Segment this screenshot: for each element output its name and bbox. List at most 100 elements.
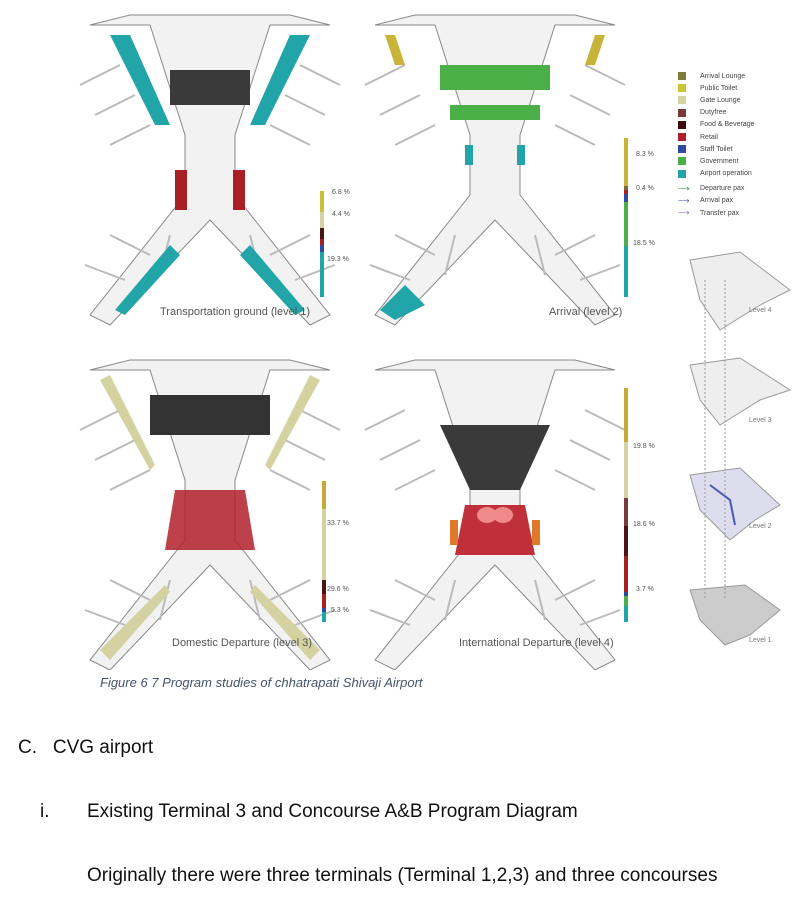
bar-segment: [320, 212, 324, 229]
legend-swatch: [678, 96, 686, 105]
bar-segment: [320, 245, 324, 253]
legend-label: Arrival Lounge: [700, 72, 746, 80]
level-label: Level 2: [749, 523, 772, 530]
pct-label: 8.3 %: [636, 151, 654, 158]
arrow-icon: ⟶: [678, 208, 690, 218]
legend-swatch: [678, 120, 686, 129]
panel-label-level-3: Domestic Departure (level 3): [172, 637, 312, 649]
pct-label: 0.4 %: [636, 185, 654, 192]
legend-item: Airport operation: [678, 168, 754, 180]
legend-label: Public Toilet: [700, 84, 738, 92]
legend-item: Food & Beverage: [678, 119, 754, 131]
bar-segment: [624, 138, 628, 186]
bar-segment: [624, 596, 628, 606]
section-title: CVG airport: [52, 737, 154, 758]
subsection-marker: i.: [40, 801, 50, 822]
bar-segment: [322, 612, 326, 622]
bar-segment: [320, 228, 324, 239]
panel-label-level-4: International Departure (level 4): [459, 637, 614, 649]
legend-item: Arrival Lounge: [678, 70, 754, 82]
panel-label-level-2: Arrival (level 2): [549, 306, 623, 318]
level-stack-3d: [689, 251, 792, 646]
plan-level-4: [364, 359, 626, 670]
legend-swatch: [678, 72, 686, 81]
bar-segment: [624, 185, 628, 191]
legend-label: Arrival pax: [700, 197, 734, 205]
legend-swatch: [678, 157, 686, 166]
legend-item: Public Toilet: [678, 82, 754, 94]
flow-legend-item: ⟶ Departure pax: [678, 183, 754, 195]
level-label: Level 4: [749, 307, 772, 314]
bar-segment: [624, 190, 628, 194]
section-heading: C. CVG airport: [18, 737, 153, 759]
panel-label-level-1: Transportation ground (level 1): [160, 306, 311, 318]
legend-label: Dutyfree: [700, 109, 727, 117]
flow-legend-item: ⟶ Arrival pax: [678, 195, 754, 207]
legend-label: Staff Toilet: [700, 145, 733, 153]
arrow-icon: ⟶: [678, 195, 690, 205]
pct-label: 18.5 %: [633, 240, 655, 247]
program-bar-level-2: [624, 138, 628, 297]
bar-segment: [322, 481, 326, 510]
legend-label: Food & Beverage: [700, 121, 755, 129]
legend-swatch: [678, 84, 686, 93]
pct-label: 19.8 %: [633, 443, 655, 450]
legend-item: Staff Toilet: [678, 143, 754, 155]
bar-segment: [322, 607, 326, 613]
pct-label: 18.6 %: [633, 521, 655, 528]
pct-label: 3.7 %: [636, 586, 654, 593]
bar-segment: [624, 193, 628, 202]
program-bar-level-3: [322, 481, 326, 622]
legend-swatch: [678, 108, 686, 117]
bar-segment: [624, 388, 628, 442]
body-paragraph: Originally there were three terminals (T…: [87, 865, 718, 886]
bar-segment: [624, 441, 628, 498]
legend-swatch: [678, 145, 686, 154]
legend-label: Gate Lounge: [700, 96, 741, 104]
legend-item: Government: [678, 155, 754, 167]
legend-item: Retail: [678, 131, 754, 143]
bar-segment: [624, 201, 628, 247]
pct-label: 5.3 %: [331, 607, 349, 614]
bar-segment: [320, 252, 324, 297]
pct-label: 4.4 %: [332, 211, 350, 218]
bar-segment: [624, 556, 628, 592]
section-marker: C.: [18, 737, 37, 758]
plan-level-2: [364, 14, 626, 326]
program-bar-level-4: [624, 388, 628, 622]
bar-segment: [320, 191, 324, 213]
flow-legend-item: ⟶ Transfer pax: [678, 207, 754, 219]
bar-segment: [624, 497, 628, 527]
bar-segment: [320, 238, 324, 246]
pct-label: 6.8 %: [332, 189, 350, 196]
bar-segment: [624, 605, 628, 622]
program-bar-level-1: [320, 191, 324, 297]
level-label: Level 3: [749, 417, 772, 424]
legend-item: Gate Lounge: [678, 94, 754, 106]
subsection-title: Existing Terminal 3 and Concourse A&B Pr…: [87, 801, 578, 822]
pct-label: 29.6 %: [327, 586, 349, 593]
legend-label: Departure pax: [700, 185, 745, 193]
bar-segment: [624, 591, 628, 597]
figure-caption: Figure 6 7 Program studies of chhatrapat…: [100, 675, 423, 690]
figure-drawings: [79, 14, 792, 670]
legend-label: Retail: [700, 133, 718, 141]
bar-segment: [322, 579, 326, 594]
bar-segment: [322, 509, 326, 580]
legend-swatch: [678, 133, 686, 142]
legend-label: Transfer pax: [700, 209, 740, 217]
pct-label: 33.7 %: [327, 520, 349, 527]
pct-label: 19.3 %: [327, 256, 349, 263]
plan-level-1: [79, 14, 341, 326]
legend-item: Dutyfree: [678, 107, 754, 119]
legend-label: Airport operation: [700, 170, 752, 178]
legend-swatch: [678, 169, 686, 178]
level-label: Level 1: [749, 637, 772, 644]
bar-segment: [624, 246, 628, 297]
bar-segment: [322, 593, 326, 608]
arrow-icon: ⟶: [678, 183, 690, 193]
plan-level-3: [79, 359, 341, 670]
legend-label: Government: [700, 157, 739, 165]
bar-segment: [624, 526, 628, 557]
